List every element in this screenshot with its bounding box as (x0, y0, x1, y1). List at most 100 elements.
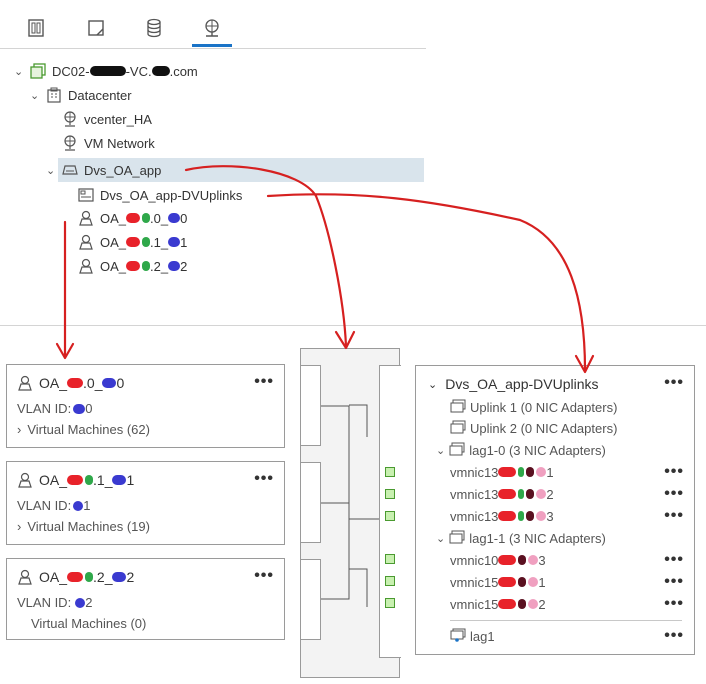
uplink-icon (450, 420, 466, 437)
lag-item[interactable]: lag1 (450, 626, 495, 646)
distributed-switch-icon (62, 162, 78, 178)
storage-icon[interactable] (140, 14, 168, 42)
uplink-port (385, 598, 395, 608)
vms-templates-icon[interactable] (82, 14, 110, 42)
more-actions-button[interactable]: ••• (254, 373, 274, 390)
more-actions-button[interactable]: ••• (254, 567, 274, 584)
nic-row[interactable]: vmnic13 2 (450, 484, 554, 504)
nic-name: vmnic15 (450, 574, 499, 590)
portgroup-card-0[interactable]: OA_ .0_ 0 ••• VLAN ID: 0 › Virtual Machi… (6, 364, 285, 448)
redaction (126, 261, 141, 271)
redaction (142, 261, 151, 271)
portgroup-card-1[interactable]: OA_ .1_ 1 ••• VLAN ID: 1 › Virtual Machi… (6, 461, 285, 545)
virtual-machines-toggle[interactable]: › Virtual Machines (19) (17, 519, 150, 534)
nic-suffix: 3 (538, 552, 546, 568)
tree-item-vcenter[interactable]: ⌄ DC02- -VC. .com (14, 60, 198, 82)
tree-item-vcenter-ha[interactable]: vcenter_HA (62, 108, 152, 130)
chevron-down-icon[interactable]: ⌄ (30, 89, 40, 102)
lag-group-1[interactable]: ⌄ lag1-1 (3 NIC Adapters) (436, 528, 606, 548)
portgroup-icon (78, 258, 94, 274)
nic-row[interactable]: vmnic13 1 (450, 462, 554, 482)
vcenter-ha-label: vcenter_HA (84, 111, 152, 127)
virtual-machines-label: Virtual Machines (19) (27, 519, 150, 534)
nic-row[interactable]: vmnic15 1 (450, 572, 546, 592)
tree-item-portgroup-1[interactable]: OA_ .1_ 1 (78, 231, 187, 253)
chevron-right-icon[interactable]: › (17, 519, 22, 534)
nic-row[interactable]: vmnic15 2 (450, 594, 546, 614)
more-actions-button[interactable]: ••• (664, 573, 684, 590)
vcenter-label-c: .com (169, 63, 198, 79)
lag-group-0[interactable]: ⌄ lag1-0 (3 NIC Adapters) (436, 440, 606, 460)
uplink-1-label: Uplink 1 (0 NIC Adapters) (470, 399, 618, 415)
arrow-uplinks-to-panel (266, 193, 587, 372)
chevron-down-icon[interactable]: ⌄ (14, 65, 24, 78)
nic-suffix: 2 (538, 596, 546, 612)
active-tab-underline (192, 44, 232, 47)
arrowhead (334, 330, 356, 350)
tree-item-portgroup-2[interactable]: OA_ .2_ 2 (78, 255, 187, 277)
chevron-down-icon[interactable]: ⌄ (436, 444, 446, 457)
card-title: OA_ .0_ 0 (17, 375, 124, 391)
portgroup-icon (17, 472, 33, 488)
panel-divider (450, 620, 682, 621)
redaction (518, 555, 527, 565)
tree-item-dvuplinks[interactable]: Dvs_OA_app-DVUplinks (78, 184, 242, 206)
portgroup-1-label-a: OA_ (100, 234, 127, 250)
more-actions-button[interactable]: ••• (664, 463, 684, 480)
more-actions-button[interactable]: ••• (664, 595, 684, 612)
more-actions-button[interactable]: ••• (664, 374, 684, 391)
vlan-label: VLAN ID: (17, 498, 72, 513)
vlan-id: VLAN ID: 0 (17, 401, 92, 416)
chevron-down-icon[interactable]: ⌄ (46, 164, 56, 177)
uplinks-title-label: Dvs_OA_app-DVUplinks (445, 376, 599, 392)
redaction (498, 599, 517, 609)
switch-wiring (321, 404, 379, 607)
redaction (498, 577, 517, 587)
chevron-down-icon[interactable]: ⌄ (436, 532, 446, 545)
virtual-machines-label: Virtual Machines (0) (31, 616, 147, 631)
portgroup-card-2[interactable]: OA_ .2_ 2 ••• VLAN ID: 2 Virtual Machine… (6, 558, 285, 640)
card-title: OA_ .2_ 2 (17, 569, 134, 585)
uplinks-panel-title[interactable]: ⌄ Dvs_OA_app-DVUplinks (428, 374, 599, 394)
vlan-id: VLAN ID: 1 (17, 498, 90, 513)
arrowhead (574, 354, 595, 374)
card-title-c: 2 (126, 569, 135, 585)
uplink-2[interactable]: Uplink 2 (0 NIC Adapters) (450, 418, 617, 438)
networking-icon[interactable] (198, 14, 226, 42)
vm-network-label: VM Network (84, 135, 155, 151)
more-actions-button[interactable]: ••• (664, 627, 684, 644)
datacenter-label: Datacenter (68, 87, 132, 103)
portgroup-0-label-b: .0_ (150, 210, 169, 226)
vcenter-label-b: -VC. (125, 63, 152, 79)
redaction (67, 475, 84, 485)
portgroup-1-label-b: .1_ (150, 234, 169, 250)
uplinks-icon (78, 187, 94, 203)
more-actions-button[interactable]: ••• (664, 507, 684, 524)
nic-row[interactable]: vmnic10 3 (450, 550, 546, 570)
redaction (67, 572, 84, 582)
tree-item-vm-network[interactable]: VM Network (62, 132, 155, 154)
chevron-right-icon[interactable]: › (17, 422, 22, 437)
section-divider (0, 325, 706, 326)
tree-item-portgroup-0[interactable]: OA_ .0_ 0 (78, 207, 187, 229)
nic-suffix: 2 (546, 486, 554, 502)
redaction (528, 599, 539, 609)
redaction (112, 475, 127, 485)
hosts-clusters-icon[interactable] (22, 14, 50, 42)
vlan-value: 0 (85, 401, 93, 416)
nic-row[interactable]: vmnic13 3 (450, 506, 554, 526)
selected-row-highlight (58, 158, 424, 182)
virtual-machines-toggle[interactable]: › Virtual Machines (62) (17, 422, 150, 437)
tree-item-dvs[interactable]: ⌄ Dvs_OA_app (46, 159, 161, 181)
more-actions-button[interactable]: ••• (254, 470, 274, 487)
more-actions-button[interactable]: ••• (664, 485, 684, 502)
nic-suffix: 3 (546, 508, 554, 524)
redaction (126, 213, 141, 223)
more-actions-button[interactable]: ••• (664, 551, 684, 568)
redaction (498, 467, 517, 477)
chevron-down-icon[interactable]: ⌄ (428, 378, 438, 391)
dvs-label: Dvs_OA_app (84, 162, 162, 178)
uplink-1[interactable]: Uplink 1 (0 NIC Adapters) (450, 397, 617, 417)
tree-item-datacenter[interactable]: ⌄ Datacenter (30, 84, 132, 106)
